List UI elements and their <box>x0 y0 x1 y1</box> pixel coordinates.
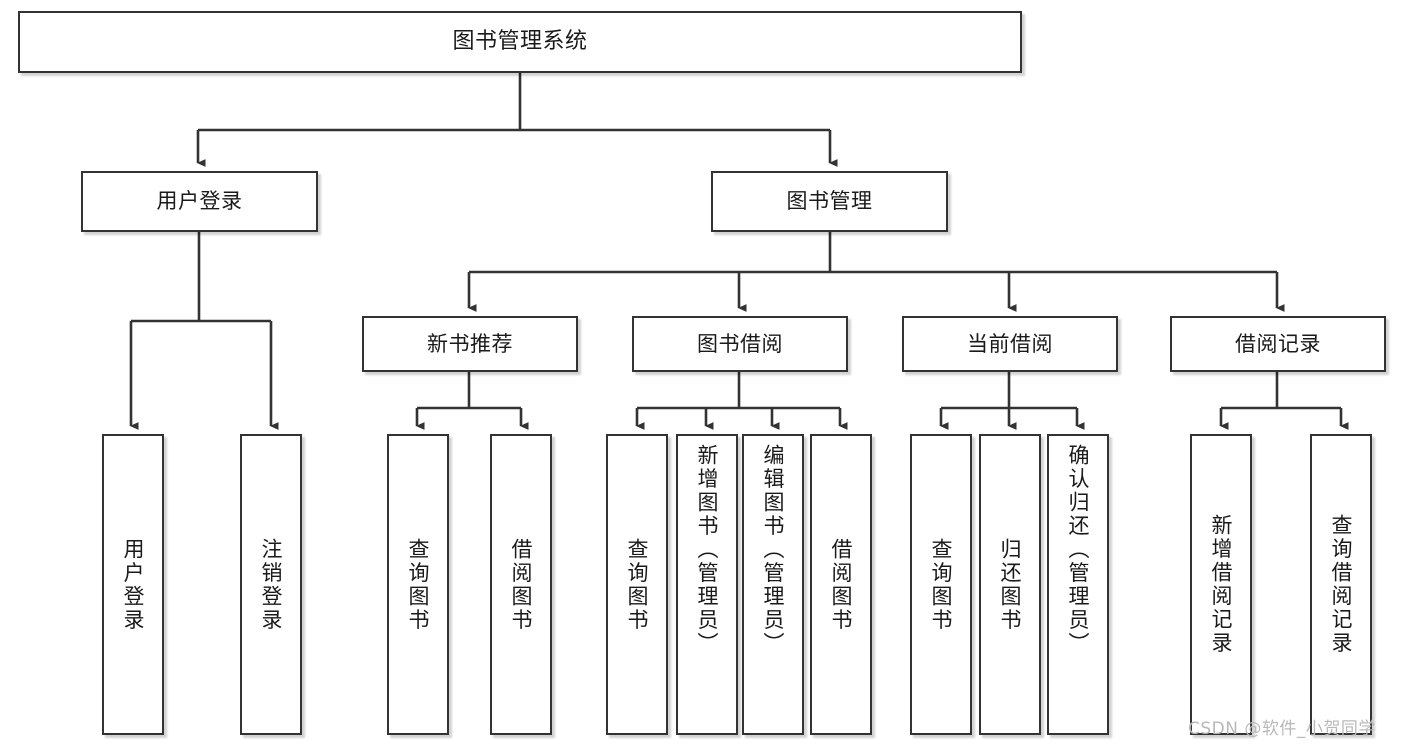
node-leaf-user-login[interactable]: 用户登录 <box>102 434 164 735</box>
node-label: 图书管理系统 <box>452 29 588 55</box>
node-label: 编辑图书（管理员） <box>761 444 786 656</box>
node-leaf-query-book-rec[interactable]: 查询图书 <box>387 434 449 735</box>
node-label: 图书管理 <box>786 189 873 214</box>
node-label: 查询图书 <box>406 537 431 632</box>
node-leaf-query-book-current[interactable]: 查询图书 <box>910 434 972 735</box>
node-new-book-recommend[interactable]: 新书推荐 <box>362 316 578 372</box>
node-label: 借阅图书 <box>509 537 534 632</box>
leaf-inner: 查询图书 <box>929 436 954 733</box>
watermark-text: CSDN @软件_小贺同学 <box>1188 719 1376 739</box>
leaf-inner: 查询图书 <box>625 436 650 733</box>
node-label: 新增借阅记录 <box>1209 514 1234 655</box>
node-borrow-record[interactable]: 借阅记录 <box>1170 316 1386 372</box>
node-leaf-query-book-borrow[interactable]: 查询图书 <box>606 434 668 735</box>
node-leaf-add-borrow-record[interactable]: 新增借阅记录 <box>1190 434 1252 735</box>
node-leaf-query-borrow-record[interactable]: 查询借阅记录 <box>1310 434 1372 735</box>
node-user-login[interactable]: 用户登录 <box>81 171 318 232</box>
leaf-inner: 借阅图书 <box>509 436 534 733</box>
node-label: 新增图书（管理员） <box>695 444 720 656</box>
leaf-inner: 用户登录 <box>121 436 146 733</box>
node-leaf-edit-book[interactable]: 编辑图书（管理员） <box>742 434 804 735</box>
node-label: 借阅记录 <box>1235 331 1321 356</box>
leaf-inner: 确认归还（管理员） <box>1066 436 1091 741</box>
leaf-inner: 查询图书 <box>406 436 431 733</box>
node-label: 查询借阅记录 <box>1329 514 1354 655</box>
node-label: 借阅图书 <box>829 537 854 632</box>
node-leaf-borrow-book-rec[interactable]: 借阅图书 <box>490 434 552 735</box>
node-label: 新书推荐 <box>427 331 513 356</box>
leaf-inner: 新增借阅记录 <box>1209 436 1234 733</box>
leaf-inner: 注销登录 <box>259 436 284 733</box>
node-label: 确认归还（管理员） <box>1066 444 1091 656</box>
node-label: 查询图书 <box>625 537 650 632</box>
node-label: 查询图书 <box>929 537 954 632</box>
node-leaf-return-book[interactable]: 归还图书 <box>979 434 1041 735</box>
leaf-inner: 归还图书 <box>998 436 1023 733</box>
node-label: 当前借阅 <box>967 331 1053 356</box>
node-label: 图书借阅 <box>697 331 783 356</box>
node-leaf-add-book[interactable]: 新增图书（管理员） <box>676 434 738 735</box>
node-leaf-borrow-book[interactable]: 借阅图书 <box>810 434 872 735</box>
node-book-manage[interactable]: 图书管理 <box>711 171 948 232</box>
leaf-inner: 新增图书（管理员） <box>695 436 720 741</box>
node-label: 注销登录 <box>259 537 284 632</box>
node-leaf-confirm-return[interactable]: 确认归还（管理员） <box>1047 434 1109 735</box>
node-book-borrow[interactable]: 图书借阅 <box>632 316 848 372</box>
leaf-inner: 借阅图书 <box>829 436 854 733</box>
node-root-system[interactable]: 图书管理系统 <box>18 11 1022 73</box>
leaf-inner: 编辑图书（管理员） <box>761 436 786 741</box>
node-label: 用户登录 <box>156 189 243 214</box>
node-leaf-user-logout[interactable]: 注销登录 <box>240 434 302 735</box>
leaf-inner: 查询借阅记录 <box>1329 436 1354 733</box>
node-label: 用户登录 <box>121 537 146 632</box>
node-current-borrow[interactable]: 当前借阅 <box>902 316 1118 372</box>
node-label: 归还图书 <box>998 537 1023 632</box>
